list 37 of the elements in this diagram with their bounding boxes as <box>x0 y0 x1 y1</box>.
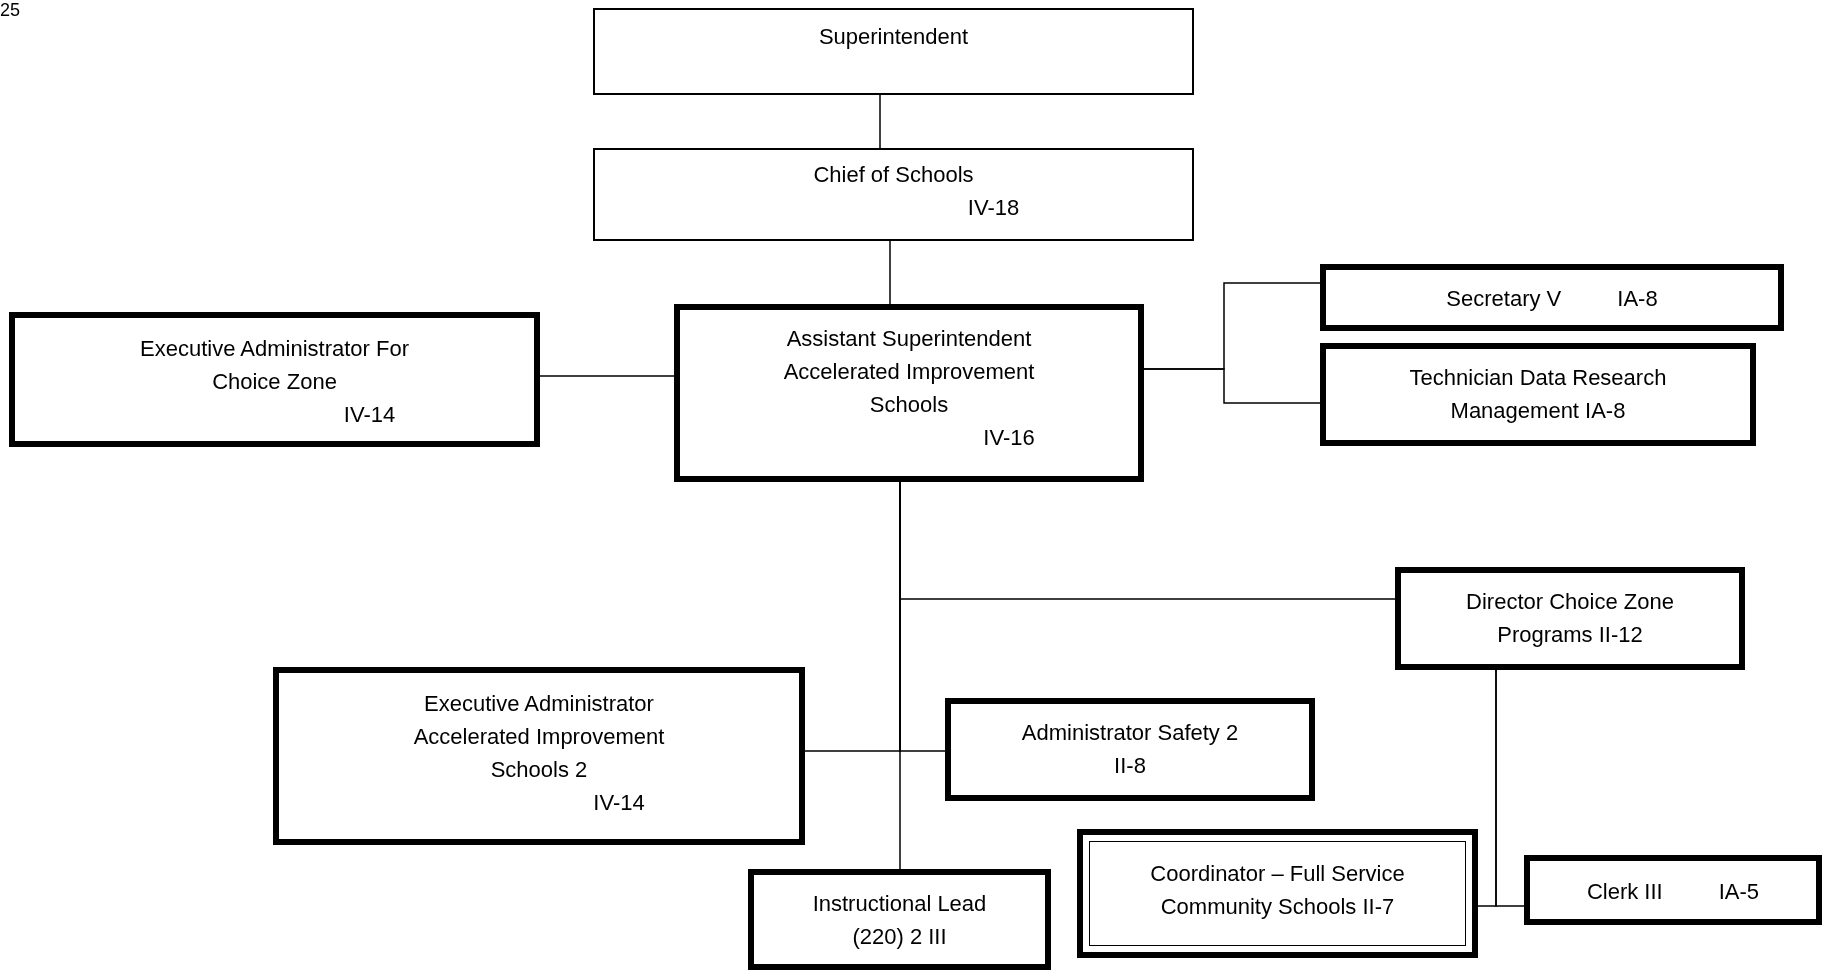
grade-code: IV-18 <box>967 194 1020 222</box>
connector-line <box>879 94 881 149</box>
grade-code: II-8 <box>1114 752 1146 780</box>
job-title: Technician Data Research Management IA-8 <box>1408 364 1668 425</box>
position-box <box>1524 855 1822 925</box>
grade-code: IA-8 <box>1617 285 1658 313</box>
position-box <box>674 304 1144 482</box>
job-title: Coordinator – Full Service Community Schools II-7 <box>1149 860 1406 921</box>
job-title: Secretary V <box>1446 285 1562 313</box>
position-box <box>748 869 1051 970</box>
position-box <box>593 8 1194 95</box>
job-title: Administrator Safety 2 <box>1021 719 1239 747</box>
job-title: Clerk III <box>1586 878 1663 906</box>
position-box <box>9 312 540 447</box>
position-box <box>945 698 1315 801</box>
job-title: Assistant Superintendent Accelerated Improvement Schools <box>782 325 1036 419</box>
grade-code: IA-5 <box>1718 878 1760 906</box>
position-box <box>1395 567 1745 670</box>
connector-line <box>1143 368 1321 404</box>
job-title: Executive Administrator For Choice Zone <box>139 335 410 396</box>
connector-line <box>889 240 891 305</box>
position-box <box>1320 343 1756 446</box>
page-number: 25 <box>0 0 21 20</box>
position-box <box>593 148 1194 241</box>
job-title: Chief of Schools <box>813 161 974 189</box>
job-title: Director Choice Zone Programs II-12 <box>1465 588 1675 649</box>
connector-line <box>539 375 675 377</box>
position-box <box>1320 264 1784 331</box>
grade-code: IV-16 <box>983 424 1035 452</box>
job-title: Instructional Lead (220) 2 III <box>811 890 988 951</box>
position-box <box>273 667 805 845</box>
grade-code: IV-14 <box>343 401 396 429</box>
grade-code: IV-14 <box>593 789 645 817</box>
connector-line <box>1495 669 1525 907</box>
job-title: Executive Administrator Accelerated Improvement Schools 2 <box>412 690 666 784</box>
position-box <box>1077 829 1478 958</box>
job-title: Superintendent <box>818 23 969 51</box>
